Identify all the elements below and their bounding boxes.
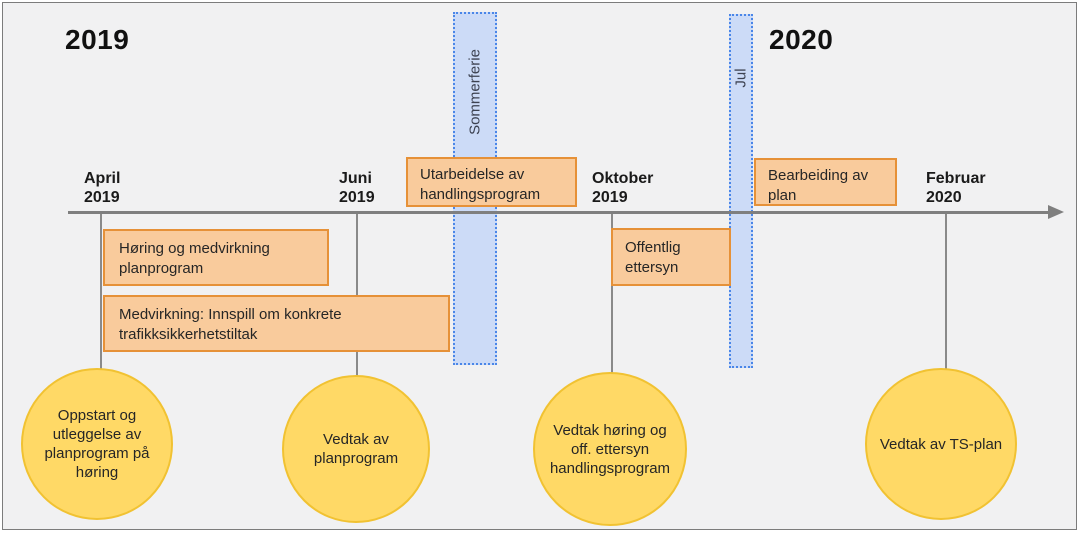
milestone-oppstart: Oppstart og utleggelse av planprogram på… [21,368,173,520]
activity-box-utarbeidelse: Utarbeidelse av handlingsprogram [406,157,577,207]
month-year: 2019 [339,189,375,206]
milestone-vedtak-ts-plan: Vedtak av TS-plan [865,368,1017,520]
activity-box-bearbeiding: Bearbeiding av plan [754,158,897,206]
milestone-label: Oppstart og utleggelse av planprogram på… [44,407,150,481]
tick-februar [945,213,947,369]
month-label-juni: Juni 2019 [339,169,375,207]
month-year: 2019 [84,189,120,206]
year-heading-2020: 2020 [769,24,834,55]
month-year: 2019 [592,189,628,206]
milestone-label: Vedtak av planprogram [313,431,399,467]
tick-oktober [611,213,613,373]
month-label-oktober: Oktober 2019 [592,169,653,207]
month-name: April [84,170,121,187]
month-name: Oktober [592,170,654,187]
activity-box-horing: Høring og medvirkning planprogram [103,229,329,286]
month-label-februar: Februar 2020 [926,169,986,207]
month-name: Februar [926,170,986,187]
month-year: 2020 [926,189,962,206]
activity-box-offentlig-ettersyn: Offentlig ettersyn [611,228,731,286]
milestone-label: Vedtak høring og off. ettersyn handlings… [549,421,671,477]
tick-april [100,213,102,369]
summer-holiday-label: Sommerferie [466,49,484,135]
christmas-holiday-band: Jul [729,14,753,368]
month-label-april: April 2019 [84,169,120,207]
christmas-holiday-label: Jul [732,68,750,88]
timeline-axis [68,211,1050,214]
milestone-vedtak-horing: Vedtak høring og off. ettersyn handlings… [533,372,687,526]
activity-box-medvirkning: Medvirkning: Innspill om konkrete trafik… [103,295,450,352]
timeline-arrowhead-icon [1048,205,1064,219]
milestone-label: Vedtak av TS-plan [879,435,1003,453]
tick-juni [356,213,358,376]
milestone-vedtak-planprogram: Vedtak av planprogram [282,375,430,523]
month-name: Juni [339,170,372,187]
year-heading-2019: 2019 [65,24,130,55]
